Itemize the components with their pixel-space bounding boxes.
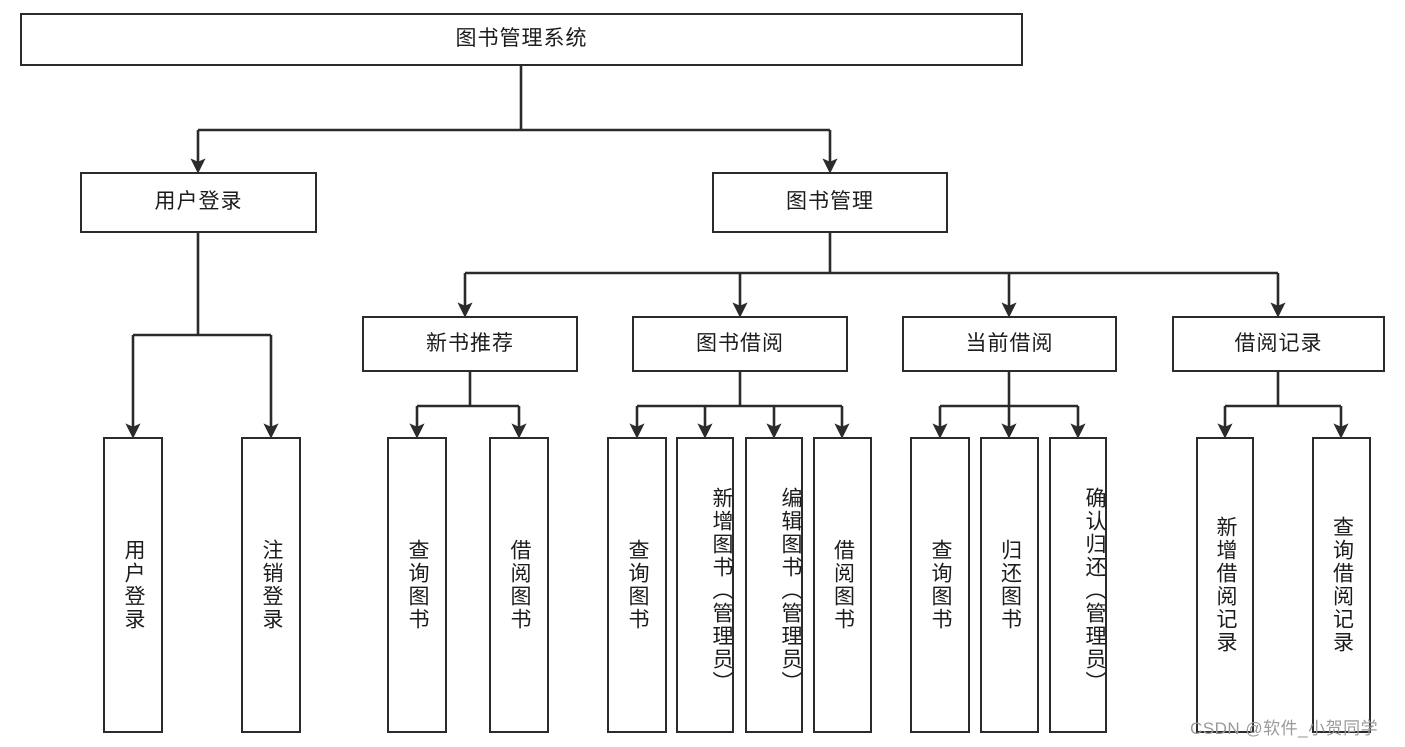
- node-leaf-add-book-label: 新增图书（管理员）: [710, 486, 733, 694]
- node-leaf-query-book-borrow-label: 查询图书: [626, 539, 650, 631]
- node-leaf-add-borrow-record-label: 新增借阅记录: [1214, 516, 1238, 654]
- node-leaf-query-borrow-record-label: 查询借阅记录: [1330, 516, 1354, 654]
- node-root[interactable]: 图书管理系统: [20, 13, 1023, 66]
- node-leaf-user-login[interactable]: 用户登录: [103, 437, 163, 733]
- node-leaf-edit-book-label: 编辑图书（管理员）: [779, 486, 802, 694]
- node-leaf-query-book-borrow[interactable]: 查询图书: [607, 437, 667, 733]
- node-leaf-query-book-rec-label: 查询图书: [406, 539, 430, 631]
- node-leaf-add-borrow-record[interactable]: 新增借阅记录: [1196, 437, 1254, 733]
- node-leaf-borrow-book-label: 借阅图书: [831, 539, 855, 631]
- node-book-manage[interactable]: 图书管理: [712, 172, 948, 233]
- node-root-label: 图书管理系统: [455, 27, 588, 51]
- node-leaf-edit-book[interactable]: 编辑图书（管理员）: [745, 437, 803, 733]
- node-leaf-add-book[interactable]: 新增图书（管理员）: [676, 437, 734, 733]
- node-leaf-query-borrow-record[interactable]: 查询借阅记录: [1312, 437, 1371, 733]
- node-leaf-confirm-return-label: 确认归还（管理员）: [1083, 486, 1106, 694]
- node-book-borrow[interactable]: 图书借阅: [632, 316, 848, 372]
- node-new-book-recommend[interactable]: 新书推荐: [362, 316, 578, 372]
- node-borrow-record[interactable]: 借阅记录: [1172, 316, 1385, 372]
- node-leaf-logout-label: 注销登录: [260, 539, 284, 631]
- node-leaf-query-book-rec[interactable]: 查询图书: [387, 437, 447, 733]
- node-user-login-label: 用户登录: [154, 190, 243, 214]
- node-leaf-borrow-book-rec-label: 借阅图书: [508, 539, 532, 631]
- node-leaf-return-book[interactable]: 归还图书: [980, 437, 1039, 733]
- node-leaf-confirm-return[interactable]: 确认归还（管理员）: [1049, 437, 1107, 733]
- node-leaf-logout[interactable]: 注销登录: [241, 437, 301, 733]
- node-leaf-query-book-current-label: 查询图书: [929, 539, 953, 631]
- node-leaf-user-login-label: 用户登录: [122, 539, 146, 631]
- node-leaf-query-book-current[interactable]: 查询图书: [910, 437, 970, 733]
- node-leaf-return-book-label: 归还图书: [998, 539, 1022, 631]
- node-book-borrow-label: 图书借阅: [696, 331, 784, 355]
- node-leaf-borrow-book[interactable]: 借阅图书: [813, 437, 872, 733]
- node-current-borrow[interactable]: 当前借阅: [902, 316, 1117, 372]
- csdn-watermark-text: CSDN @软件_小贺同学: [1190, 719, 1379, 738]
- node-user-login[interactable]: 用户登录: [80, 172, 317, 233]
- node-new-book-recommend-label: 新书推荐: [426, 331, 514, 355]
- node-book-manage-label: 图书管理: [786, 190, 874, 214]
- node-borrow-record-label: 借阅记录: [1234, 331, 1323, 355]
- node-leaf-borrow-book-rec[interactable]: 借阅图书: [489, 437, 549, 733]
- node-current-borrow-label: 当前借阅: [965, 331, 1054, 355]
- csdn-watermark: CSDN @软件_小贺同学: [1190, 714, 1378, 739]
